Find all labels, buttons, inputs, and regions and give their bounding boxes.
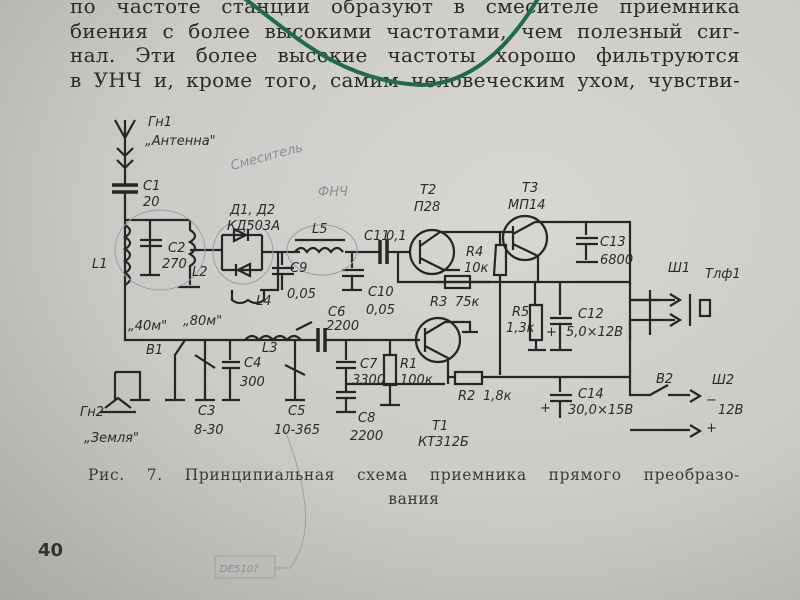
r3-value: 75к bbox=[455, 295, 480, 310]
transistor-t3 bbox=[500, 214, 549, 282]
ground-icon bbox=[100, 370, 150, 414]
c13-value: 6800 bbox=[600, 253, 633, 268]
c11-ref: C11 bbox=[364, 229, 390, 244]
c3-ref: C3 bbox=[198, 404, 215, 419]
r1-ref: R1 bbox=[400, 357, 417, 372]
c8-ref: C8 bbox=[358, 411, 375, 426]
c14-plus: + bbox=[540, 401, 551, 416]
c9-ref: C9 bbox=[290, 261, 307, 276]
inductor-l1 bbox=[122, 224, 132, 286]
l4-label: L4 bbox=[256, 294, 272, 309]
antenna-icon bbox=[114, 119, 136, 185]
c1-ref: C1 bbox=[143, 179, 160, 194]
inductor-l2 bbox=[178, 220, 200, 289]
c10-ref: C10 bbox=[368, 285, 394, 300]
diodes-ref: Д1, Д2 bbox=[229, 203, 275, 218]
handwritten-note: DE510? bbox=[220, 564, 259, 575]
t1-value: КТ312Б bbox=[418, 435, 469, 450]
sh2-label: Ш2 bbox=[712, 373, 734, 388]
c6-value: 2200 bbox=[326, 319, 359, 334]
supply-voltage: 12В bbox=[718, 403, 744, 418]
r1-value: 100к bbox=[400, 373, 433, 388]
c2-ref: C2 bbox=[168, 241, 185, 256]
r5-ref: R5 bbox=[512, 305, 529, 320]
r2-ref: R2 bbox=[458, 389, 475, 404]
t3-ref: T3 bbox=[522, 181, 538, 196]
c9-value: 0,05 bbox=[287, 287, 316, 302]
inductor-l5 bbox=[294, 238, 345, 254]
body-text: по частоте станции образуют в смесителе … bbox=[70, 0, 740, 92]
r4-value: 10к bbox=[464, 261, 489, 276]
ground-ref: Гн2 bbox=[80, 405, 104, 420]
r4-ref: R4 bbox=[466, 245, 483, 260]
diode-pair bbox=[220, 227, 264, 278]
c7-value: 3300 bbox=[352, 373, 385, 388]
page-number: 40 bbox=[38, 540, 64, 561]
b1-label: В1 bbox=[146, 343, 163, 358]
c12-ref: C12 bbox=[578, 307, 604, 322]
b2-label: В2 bbox=[656, 372, 673, 387]
inductor-l3 bbox=[244, 334, 302, 342]
c3-value: 8-30 bbox=[194, 423, 224, 438]
c4-ref: C4 bbox=[244, 356, 261, 371]
c4-value: 300 bbox=[240, 375, 265, 390]
handwritten-lpf: ФНЧ bbox=[318, 185, 348, 200]
headphone-jack bbox=[628, 290, 712, 340]
text-line: по частоте станции образуют в смесителе … bbox=[70, 0, 740, 18]
t3-value: МП14 bbox=[508, 198, 546, 213]
l2-label: L2 bbox=[192, 265, 208, 280]
capacitor-c6 bbox=[316, 328, 327, 352]
caption-line-1: Рис. 7. Принципиальная схема приемника п… bbox=[88, 466, 740, 484]
text-line: в УНЧ и, кроме того, самим человеческим … bbox=[70, 67, 740, 92]
sh1-label: Ш1 bbox=[668, 261, 690, 276]
t2-value: П28 bbox=[414, 200, 440, 215]
t2-ref: T2 bbox=[420, 183, 436, 198]
l3-label: L3 bbox=[262, 341, 278, 356]
l1-label: L1 bbox=[92, 257, 108, 272]
green-wire bbox=[243, 0, 540, 88]
c5-ref: C5 bbox=[288, 404, 305, 419]
diodes-value: КД503А bbox=[227, 219, 280, 234]
transistor-t2 bbox=[408, 228, 460, 276]
ground-label: „Земля" bbox=[84, 431, 139, 446]
handwritten-mixer: Смеситель bbox=[229, 140, 304, 174]
supply-plus: + bbox=[706, 421, 717, 436]
c7-ref: C7 bbox=[360, 357, 378, 372]
c10-value: 0,05 bbox=[366, 303, 395, 318]
caption-line-2: вания bbox=[388, 490, 440, 508]
c1-value: 20 bbox=[143, 195, 160, 210]
supply-minus: − bbox=[706, 393, 717, 408]
c14-ref: C14 bbox=[578, 387, 604, 402]
c6-ref: C6 bbox=[328, 305, 345, 320]
c11-value: 0,1 bbox=[386, 229, 407, 244]
capacitor-c1 bbox=[112, 183, 138, 194]
phone-label: Тлф1 bbox=[705, 267, 741, 282]
band-40m: „40м" bbox=[128, 319, 167, 334]
power-jack bbox=[668, 389, 703, 438]
c12-plus: + bbox=[546, 325, 557, 340]
transistor-t1 bbox=[414, 316, 478, 384]
figure-caption: Рис. 7. Принципиальная схема приемника п… bbox=[88, 466, 740, 508]
antenna-label: „Антенна" bbox=[145, 134, 216, 149]
antenna-ref: Гн1 bbox=[148, 115, 172, 130]
r3-ref: R3 bbox=[430, 295, 447, 310]
c8-value: 2200 bbox=[350, 429, 383, 444]
text-line: биения с более высокими частотами, чем п… bbox=[70, 18, 740, 43]
l5-label: L5 bbox=[312, 222, 328, 237]
t1-ref: T1 bbox=[432, 419, 448, 434]
r5-value: 1,3к bbox=[506, 321, 535, 336]
c2-value: 270 bbox=[162, 257, 187, 272]
band-80m: „80м" bbox=[183, 314, 222, 329]
c5-value: 10-365 bbox=[274, 423, 320, 438]
c12-value: 5,0×12В bbox=[566, 325, 623, 340]
c14-value: 30,0×15В bbox=[568, 403, 633, 418]
r2-value: 1,8к bbox=[483, 389, 512, 404]
text-line: нал. Эти более высокие частоты хорошо фи… bbox=[70, 43, 740, 67]
c13-ref: C13 bbox=[600, 235, 626, 250]
